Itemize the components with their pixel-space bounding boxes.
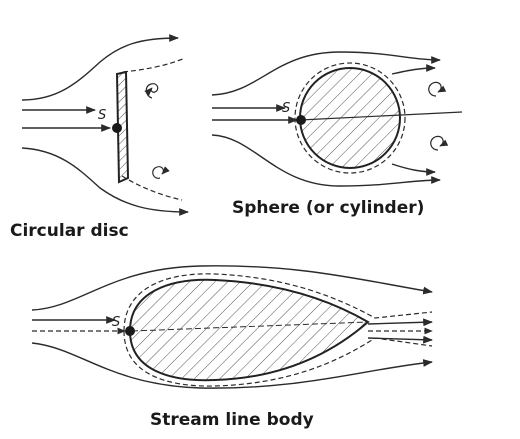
sphere-wake-lower xyxy=(392,164,435,172)
streamline-wake-lower xyxy=(368,338,432,340)
disc-eddy-top xyxy=(146,84,158,98)
streamline-body xyxy=(130,280,368,380)
sphere-point-label: S xyxy=(282,101,290,116)
sphere-figure: S xyxy=(212,52,462,186)
disc-point-label: S xyxy=(98,108,106,123)
disc-streamline-top xyxy=(22,38,178,100)
disc-wake-dashed-lower xyxy=(122,176,182,200)
streamline-figure: S xyxy=(32,266,432,388)
sphere-eddy-top xyxy=(429,82,441,96)
sphere-stagnation-point xyxy=(296,115,306,125)
sphere-wake-upper xyxy=(392,68,435,74)
sphere-caption: Sphere (or cylinder) xyxy=(232,198,424,218)
streamline-wake-upper xyxy=(368,322,432,324)
disc-wake-dashed-upper xyxy=(123,58,185,72)
streamline-caption: Stream line body xyxy=(150,410,314,430)
sphere-eddy-bottom xyxy=(431,136,443,150)
streamline-stagnation-point xyxy=(125,326,135,336)
disc-caption: Circular disc xyxy=(10,221,129,241)
disc-stagnation-point xyxy=(112,123,122,133)
disc-eddy-bottom xyxy=(153,167,164,179)
disc-figure: S xyxy=(22,38,188,212)
disc-streamline-lower xyxy=(22,148,188,212)
streamline-point-label: S xyxy=(112,315,120,330)
